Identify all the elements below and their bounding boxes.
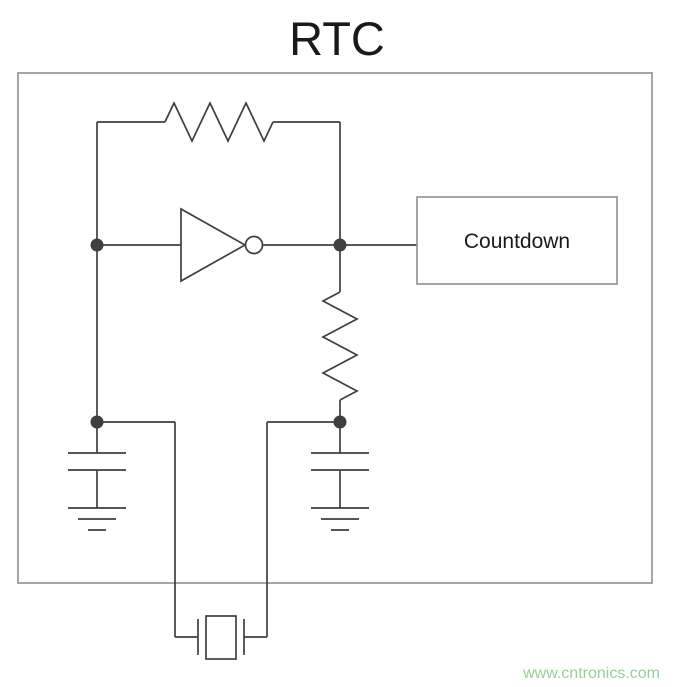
ground-bars-left — [68, 507, 126, 531]
crystal-body — [205, 615, 237, 660]
watermark: www.cntronics.com — [522, 665, 660, 682]
countdown-block — [416, 196, 618, 285]
ground-bars-right — [311, 507, 369, 531]
junction-dot — [90, 415, 104, 429]
rtc-boundary-box — [17, 72, 653, 584]
junction-dot — [333, 415, 347, 429]
series-resistor — [321, 291, 359, 401]
junction-dot — [333, 238, 347, 252]
inverter-gate — [180, 207, 247, 283]
countdown-label: Countdown — [464, 230, 570, 253]
crystal-plates — [197, 619, 245, 655]
ground-symbol-left — [68, 507, 126, 531]
capacitor-plates-right — [311, 452, 369, 471]
load-capacitor-left — [68, 452, 126, 508]
ground-symbol-right — [311, 507, 369, 531]
feedback-resistor — [164, 101, 274, 143]
capacitor-plates-left — [68, 452, 126, 471]
wire-crystal-drops — [174, 422, 268, 637]
inverter-output-bubble — [244, 235, 264, 255]
load-capacitor-right — [311, 452, 369, 508]
junction-dot — [90, 238, 104, 252]
diagram-title: RTC — [289, 12, 385, 65]
crystal-oscillator — [175, 615, 267, 660]
